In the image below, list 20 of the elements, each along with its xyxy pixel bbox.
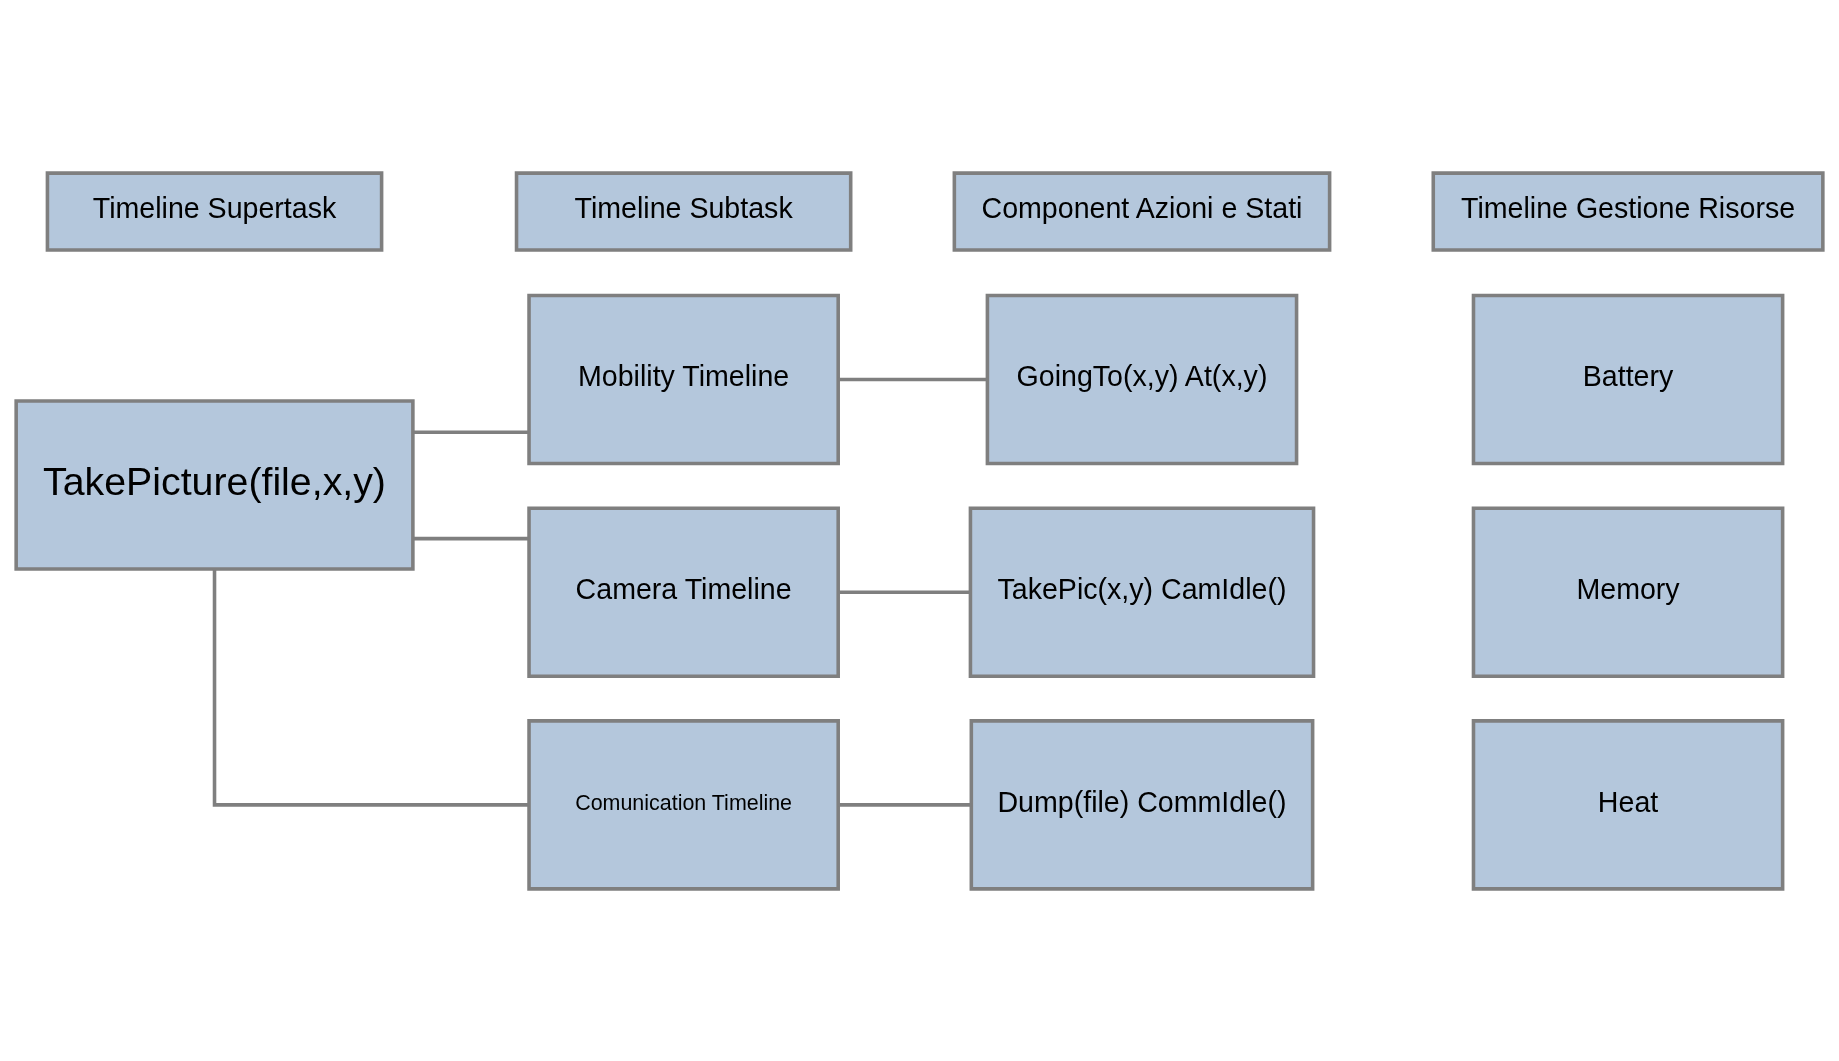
connector xyxy=(212,568,529,807)
connector xyxy=(838,589,971,594)
node-box: Timeline Subtask xyxy=(514,170,853,252)
node-box: Memory xyxy=(1471,505,1785,678)
connector xyxy=(838,802,972,807)
connector xyxy=(413,536,529,540)
node-box: Battery xyxy=(1471,293,1785,465)
node-box: TakePicture(file,x,y) xyxy=(14,398,415,571)
node-box: TakePic(x,y) CamIdle() xyxy=(968,505,1316,678)
connector xyxy=(413,430,529,434)
node-box: Mobility Timeline xyxy=(527,293,840,465)
node-box: Component Azioni e Stati xyxy=(952,170,1332,252)
node-box: GoingTo(x,y) At(x,y) xyxy=(985,293,1299,465)
node-box: Timeline Supertask xyxy=(45,170,384,252)
node-box: Timeline Gestione Risorse xyxy=(1431,170,1825,252)
node-box: Comunication Timeline xyxy=(527,718,840,891)
node-box: Heat xyxy=(1471,718,1785,891)
node-box: Camera Timeline xyxy=(527,505,840,678)
node-box: Dump(file) CommIdle() xyxy=(969,718,1315,891)
connector xyxy=(838,377,987,381)
